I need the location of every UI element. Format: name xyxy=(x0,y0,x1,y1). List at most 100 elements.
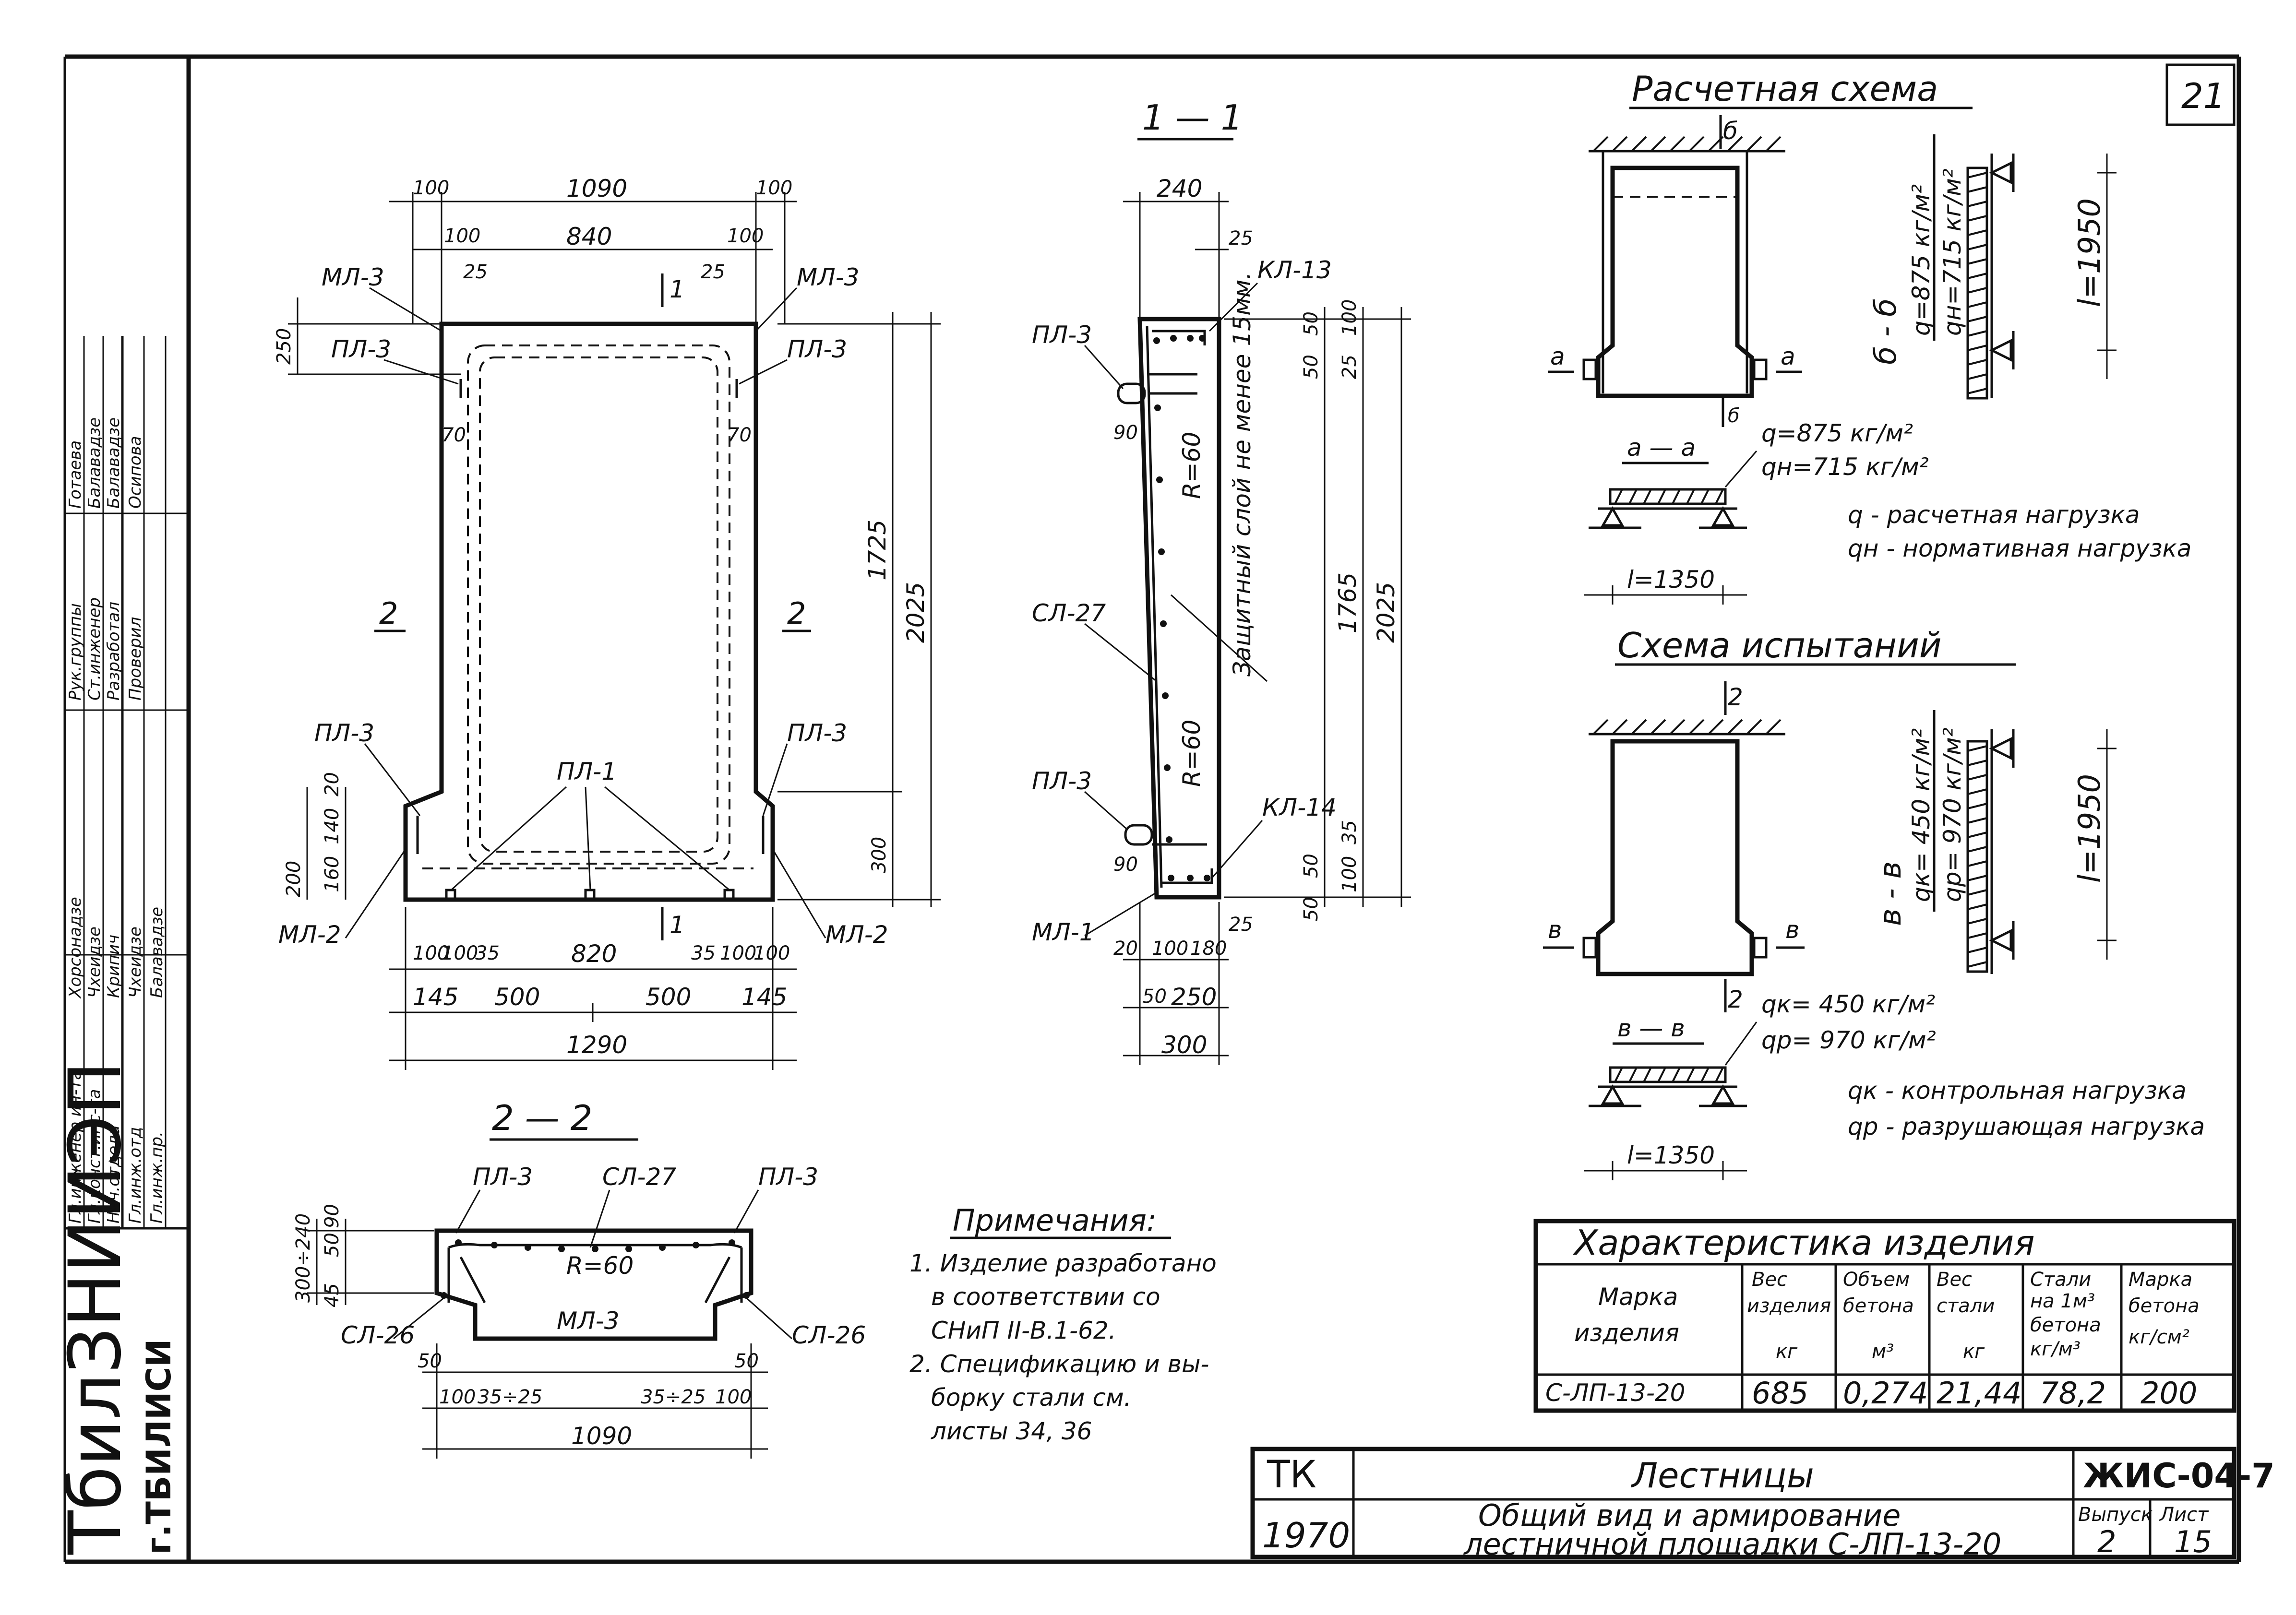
s11-dim-90-top: 90 xyxy=(1113,422,1138,444)
stamp-name-9: Осипова xyxy=(126,436,145,509)
plan-dim-left-3: 200 xyxy=(283,861,305,897)
s11-radius-bottom: R=60 xyxy=(1178,720,1206,787)
s11-label-sl27: СЛ-27 xyxy=(1032,599,1106,627)
s11-dim-b-5: 50 xyxy=(1142,986,1167,1008)
s22-dim-b-2: 50 xyxy=(734,1350,759,1372)
plan-offset-left: 70 xyxy=(442,424,466,446)
test-legend-qk: qк - контрольная нагрузка xyxy=(1848,1077,2187,1104)
s11-dim-b-3: 100 xyxy=(1152,938,1188,960)
s22-dim-l-1: 300÷240 xyxy=(292,1213,314,1303)
s11-dim-r-7: 100 xyxy=(1339,856,1361,892)
stamp-role-7: Ст.инженер xyxy=(85,597,104,701)
s22-label-pl3-right: ПЛ-3 xyxy=(758,1163,818,1191)
stamp-name-4: Чхеидзе xyxy=(126,926,145,998)
s11-dim-r-1: 50 xyxy=(1300,355,1322,379)
page-number: 21 xyxy=(2181,76,2225,116)
test-mark-v-right: в xyxy=(1785,916,1799,944)
plan-dim-bot-11: 145 xyxy=(741,983,787,1011)
stamp-name-3: Крипич xyxy=(104,935,123,998)
plan-dim-top-6: 100 xyxy=(727,225,764,247)
table-h4-l2: стали xyxy=(1937,1295,1995,1317)
plan-label-ml3-right: МЛ-3 xyxy=(797,263,860,291)
s11-label-ml1: МЛ-1 xyxy=(1032,918,1095,946)
stamp-name-7: Балавадзе xyxy=(85,417,104,509)
test-mark-2-top: 2 xyxy=(1728,683,1743,711)
calc-span-vert: l=1950 xyxy=(2072,198,2107,307)
plan-dim-bot-1: 100 xyxy=(413,942,449,964)
s22-dim-b-5: 35÷25 xyxy=(641,1386,706,1408)
title-sub-1: Общий вид и армирование xyxy=(1478,1498,1901,1533)
table-h3-l1: Объем xyxy=(1843,1269,1910,1291)
plan-view: 100 1090 100 100 840 100 25 25 1 1 2 2 7… xyxy=(273,175,941,1070)
title-issue: 2 xyxy=(2097,1524,2116,1559)
table-h6-l1: Марка xyxy=(2129,1269,2192,1291)
calc-mark-a-right: а xyxy=(1781,343,1795,370)
test-qk-line: qк= 450 кг/м² xyxy=(1761,990,1935,1018)
s11-label-pl3-top: ПЛ-3 xyxy=(1032,321,1092,349)
notes-line-5: борку стали см. xyxy=(931,1384,1132,1412)
stamp-role-9: Проверил xyxy=(126,617,145,701)
table-cell-concrete-grade: 200 xyxy=(2141,1376,2197,1411)
plan-dim-left-1: 250 xyxy=(273,328,295,365)
s11-dim-90-bottom: 90 xyxy=(1113,854,1138,876)
notes-line-6: листы 34, 36 xyxy=(931,1417,1092,1445)
s22-label-sl26-left: СЛ-26 xyxy=(341,1321,415,1349)
plan-dim-top-8: 25 xyxy=(701,261,725,283)
table-cell-volume: 0,274 xyxy=(1843,1376,1928,1411)
s11-dim-b-7: 300 xyxy=(1161,1031,1207,1059)
s22-dim-l-4: 45 xyxy=(321,1283,343,1307)
plan-label-pl3-br: ПЛ-3 xyxy=(787,719,847,747)
title-issue-label: Выпуск xyxy=(2078,1504,2152,1526)
plan-dim-top-5: 840 xyxy=(566,223,612,250)
title-main: Лестницы xyxy=(1630,1455,1814,1496)
calc-legend-q: q - расчетная нагрузка xyxy=(1848,501,2140,529)
s22-dim-l-2: 50 xyxy=(321,1233,343,1257)
calc-legend-qn: qн - нормативная нагрузка xyxy=(1848,534,2191,562)
table-h5-l1: Стали xyxy=(2030,1269,2091,1291)
table-cell-steel-per-m3: 78,2 xyxy=(2040,1376,2106,1411)
plan-dim-bot-12: 1290 xyxy=(566,1031,627,1059)
title-sheet: 15 xyxy=(2174,1524,2212,1559)
s22-label-sl26-right: СЛ-26 xyxy=(792,1321,866,1349)
title-sub-2: лестничной площадки С-ЛП-13-20 xyxy=(1463,1527,2001,1562)
test-qp-vert: qр= 970 кг/м² xyxy=(1938,727,1966,902)
stamp-name-2: Чхеидзе xyxy=(85,926,104,998)
calc-side-label: б - б xyxy=(1868,298,1903,365)
calc-section-label: а — а xyxy=(1627,434,1696,462)
test-mark-v-left: в xyxy=(1548,916,1562,944)
s11-dim-r-10: 50 xyxy=(1300,854,1322,878)
notes: Примечания: 1. Изделие разработано в соо… xyxy=(909,1203,1217,1445)
plan-dim-right-3: 300 xyxy=(868,837,890,873)
product-table: Характеристика изделия Марка изделия Вес… xyxy=(1533,1219,2236,1413)
s11-dim-r-8: 35 xyxy=(1339,820,1361,844)
plan-dim-bot-3: 35 xyxy=(475,942,500,964)
stamp-role-4: Гл.инж.отд xyxy=(126,1127,145,1223)
calc-mark-b-bot: б xyxy=(1728,405,1740,427)
s11-dim-b-1: 25 xyxy=(1229,914,1253,936)
test-scheme: Схема испытаний 2 в в 2 в — в xyxy=(1543,625,2205,1180)
test-qk-vert: qк= 450 кг/м² xyxy=(1907,728,1935,902)
plan-dim-top-7: 25 xyxy=(463,261,488,283)
s22-dim-l-3: 90 xyxy=(321,1204,343,1228)
s22-radius: R=60 xyxy=(566,1252,634,1280)
plan-label-ml2-right: МЛ-2 xyxy=(825,921,888,949)
notes-line-2: в соответствии со xyxy=(931,1283,1160,1311)
s11-dim-b-4: 180 xyxy=(1190,938,1227,960)
s22-dim-b-3: 100 xyxy=(439,1386,476,1408)
table-cell-mark: С-ЛП-13-20 xyxy=(1545,1379,1685,1407)
s11-dim-top-1: 240 xyxy=(1157,175,1202,202)
plan-dim-bot-5: 35 xyxy=(691,942,716,964)
calc-scheme: Расчетная схема б б а а а — а xyxy=(1548,69,2191,605)
s11-dim-b-2: 20 xyxy=(1113,938,1138,960)
table-h2-l2: изделия xyxy=(1747,1295,1831,1317)
plan-dim-left-4: 160 xyxy=(321,856,343,892)
table-h5-l3: бетона xyxy=(2030,1314,2101,1336)
calc-qn-vert: qн=715 кг/м² xyxy=(1938,168,1966,336)
table-h4-l1: Вес xyxy=(1937,1269,1972,1291)
notes-line-3: СНиП II-В.1-62. xyxy=(931,1317,1116,1344)
table-h5-l4: кг/м³ xyxy=(2030,1338,2081,1360)
test-section-label: в — в xyxy=(1617,1014,1685,1042)
calc-title: Расчетная схема xyxy=(1632,69,1938,109)
title-sheet-label: Лист xyxy=(2159,1504,2209,1526)
